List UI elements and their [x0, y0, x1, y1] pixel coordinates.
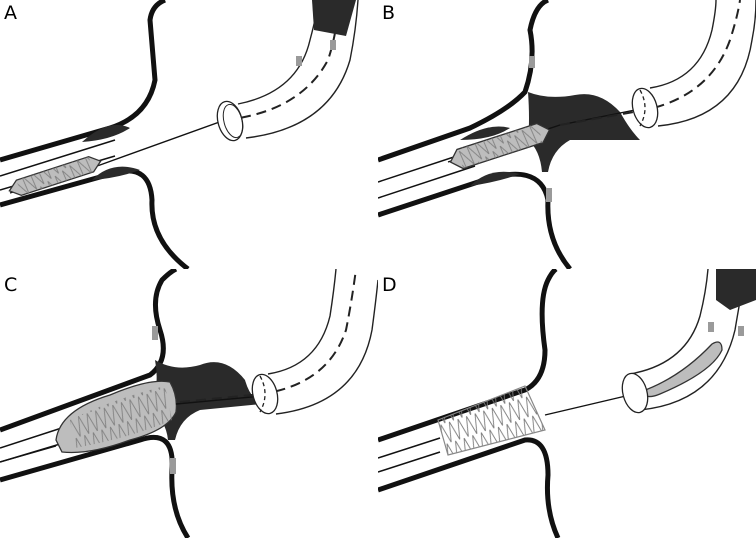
panel-label-a: A: [4, 4, 17, 23]
deployed-stent: [438, 386, 545, 455]
vessel-lower-wall: [378, 440, 558, 538]
catheter-outer: [650, 0, 716, 88]
vessel-upper-wall: [0, 0, 165, 160]
marker-gray: [296, 56, 302, 66]
catheter-outer: [658, 0, 756, 126]
balloon-stent-expanded: [56, 381, 176, 452]
catheter-tip: [628, 86, 662, 131]
vessel-thrombus-top: [716, 269, 756, 310]
guidewire: [545, 395, 630, 415]
marker-gray: [170, 458, 176, 474]
plaque-lower: [470, 172, 520, 186]
catheter-outer: [276, 280, 378, 414]
vessel-lower-wall: [0, 437, 188, 538]
marker-gray: [330, 40, 336, 50]
marker-gray: [738, 326, 744, 336]
marker-gray: [708, 322, 714, 332]
vessel-thrombus-top: [312, 0, 356, 36]
panel-label-d: D: [382, 276, 397, 295]
vessel-inner-line: [378, 166, 475, 198]
panel-d: [378, 269, 756, 538]
marker-gray: [152, 326, 158, 340]
catheter-outer: [268, 269, 336, 374]
panel-b: [378, 0, 756, 269]
panel-label-b: B: [382, 4, 395, 23]
marker-gray: [546, 188, 552, 202]
marker-gray: [529, 56, 535, 68]
panel-label-c: C: [4, 276, 17, 295]
panel-a: [0, 0, 358, 269]
catheter-tip: [248, 372, 282, 417]
panel-c: [0, 269, 378, 538]
